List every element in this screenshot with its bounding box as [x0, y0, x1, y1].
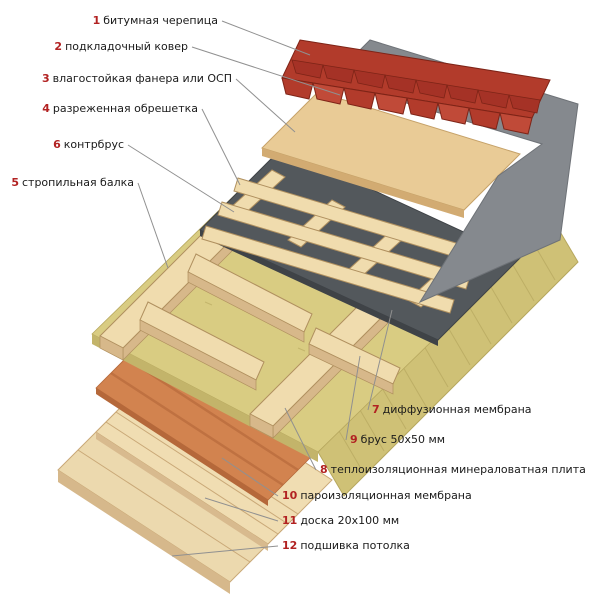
label-text: брус 50x50 мм — [360, 433, 446, 446]
shingle-tab — [508, 94, 541, 114]
plywood-front-edge — [262, 148, 464, 218]
label-number: 1 — [92, 14, 101, 27]
ceiling-lining-front-face — [58, 470, 230, 594]
shingle-tab — [343, 87, 376, 110]
shingle-tab — [468, 107, 501, 130]
label-text: разреженная обрешетка — [52, 102, 198, 115]
leader-lines — [127, 20, 393, 557]
shingle-tab — [322, 64, 355, 84]
shingle-tab — [499, 112, 533, 135]
cross-beam-front — [139, 319, 257, 391]
leader-line — [171, 545, 279, 557]
label-text: диффузионная мембрана — [382, 403, 532, 416]
label-text: подкладочный ковер — [65, 40, 188, 53]
leader-line — [204, 497, 279, 522]
label-number: 12 — [282, 539, 298, 552]
insulation-edge-striations — [338, 238, 556, 473]
shingle-lower-row — [281, 77, 533, 135]
plywood-top — [261, 91, 521, 211]
leader-line — [235, 78, 296, 133]
membrane-front-edge — [200, 230, 438, 346]
leader-line — [221, 20, 311, 56]
shingle-tab — [446, 84, 479, 104]
label-number: 10 — [282, 489, 298, 502]
label-text: влагостойкая фанера или ОСП — [52, 72, 232, 85]
leader-line — [367, 309, 393, 411]
batten-strip — [217, 201, 471, 290]
shingle-tab — [406, 97, 439, 120]
battens — [201, 177, 487, 314]
cross-beam-front — [187, 271, 305, 343]
label-text: контрбрус — [63, 138, 124, 151]
leader-line — [284, 407, 317, 471]
label-number: 2 — [54, 40, 63, 53]
label-number: 8 — [320, 463, 328, 476]
cross-beam — [187, 253, 313, 343]
leader-line — [201, 108, 241, 186]
leader-line — [221, 457, 279, 497]
leader-line — [127, 144, 235, 213]
label-number: 3 — [41, 72, 50, 85]
shingles-layer — [281, 39, 551, 135]
seam-line — [105, 421, 279, 535]
batten-strip — [201, 225, 455, 314]
label-text: подшивка потолка — [300, 539, 410, 552]
label-text: доска 20x100 мм — [300, 514, 400, 527]
seam-line — [77, 449, 251, 563]
cross-beam-front — [308, 343, 394, 395]
label-text: пароизоляционная мембрана — [300, 489, 472, 502]
shingle-tab — [415, 79, 448, 99]
shingle-upper-row — [291, 59, 541, 114]
label-number: 7 — [372, 403, 380, 416]
seam-line — [115, 411, 289, 525]
vapor-barrier-front-face — [96, 388, 268, 506]
leader-line — [191, 46, 341, 96]
label-text: стропильная балка — [21, 176, 134, 189]
leader-line — [345, 355, 361, 441]
label-number: 6 — [53, 138, 61, 151]
leader-line — [137, 182, 169, 269]
shingle-tab — [384, 74, 417, 94]
stripe-line — [110, 371, 284, 487]
shingle-tab — [477, 89, 510, 109]
cross-beam — [139, 301, 265, 391]
label-text: теплоизоляционная минераловатная плита — [330, 463, 586, 476]
boards-front-face — [96, 432, 268, 551]
label-number: 4 — [42, 102, 50, 115]
label-number: 9 — [350, 433, 358, 446]
shingle-tab — [291, 59, 324, 79]
label-text: битумная черепица — [103, 14, 218, 27]
shingle-tab — [437, 102, 470, 125]
label-number: 5 — [11, 176, 19, 189]
rafter-end-face — [249, 413, 274, 439]
shingle-tab — [353, 69, 386, 89]
plywood-layer — [261, 91, 521, 218]
label-number: 11 — [282, 514, 298, 527]
rafter-end-face — [99, 335, 124, 361]
shingle-tab — [374, 92, 408, 115]
